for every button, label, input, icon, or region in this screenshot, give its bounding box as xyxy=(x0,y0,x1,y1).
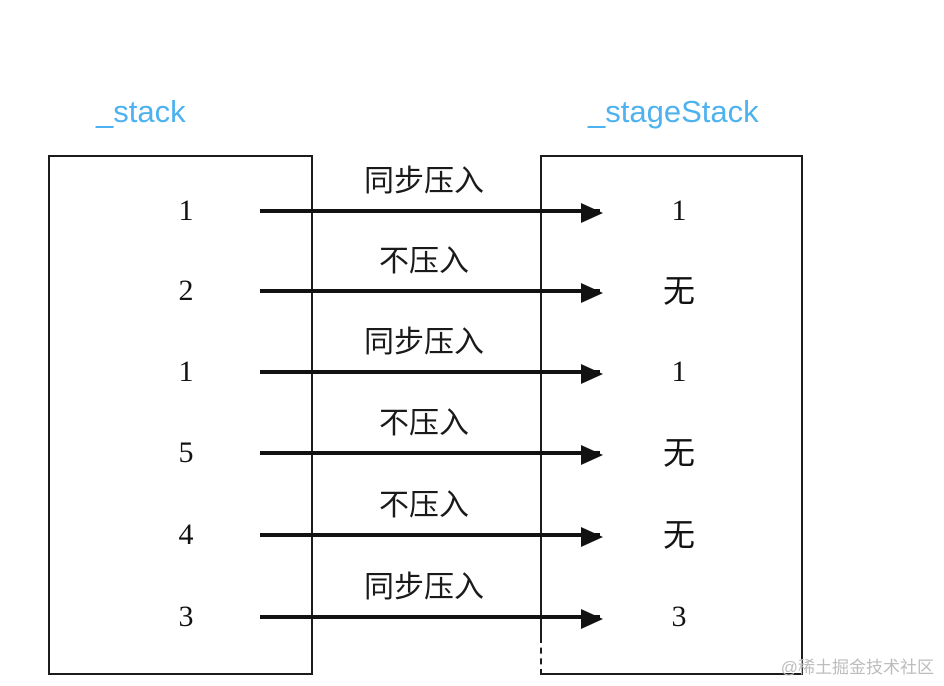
transition-arrow xyxy=(260,445,603,465)
left-stack-cell: 3 xyxy=(178,600,194,633)
right-stack-cell: 无 xyxy=(662,273,695,309)
right-stack-cell: 无 xyxy=(662,517,695,553)
right-stack-cell: 3 xyxy=(671,600,687,633)
transition-arrow xyxy=(260,203,603,223)
right-stack-cell: 1 xyxy=(671,355,687,388)
right-stack-box xyxy=(540,155,803,675)
left-stack-cell: 1 xyxy=(178,355,194,388)
left-stack-cell: 2 xyxy=(178,274,194,307)
transition-arrow xyxy=(260,609,603,629)
left-stack-cell: 1 xyxy=(178,194,194,227)
watermark: @稀土掘金技术社区 xyxy=(780,658,934,677)
transition-label: 同步压入 xyxy=(364,571,484,604)
transition-label: 不压入 xyxy=(379,245,469,278)
left-stack-title: _stack xyxy=(96,94,186,129)
left-stack-cell: 5 xyxy=(178,436,194,469)
transition-label: 不压入 xyxy=(379,489,469,522)
transition-label: 不压入 xyxy=(379,407,469,440)
right-stack-box-left-edge-solid xyxy=(540,155,542,641)
transition-label: 同步压入 xyxy=(364,165,484,198)
right-stack-box-left-edge-dashed xyxy=(540,637,542,675)
right-stack-cell: 无 xyxy=(662,435,695,471)
transition-label: 同步压入 xyxy=(364,326,484,359)
right-stack-title: _stageStack xyxy=(588,94,759,129)
transition-arrow xyxy=(260,364,603,384)
left-stack-box xyxy=(48,155,313,675)
transition-arrow xyxy=(260,283,603,303)
transition-arrow xyxy=(260,527,603,547)
right-stack-cell: 1 xyxy=(671,194,687,227)
left-stack-cell: 4 xyxy=(178,518,194,551)
